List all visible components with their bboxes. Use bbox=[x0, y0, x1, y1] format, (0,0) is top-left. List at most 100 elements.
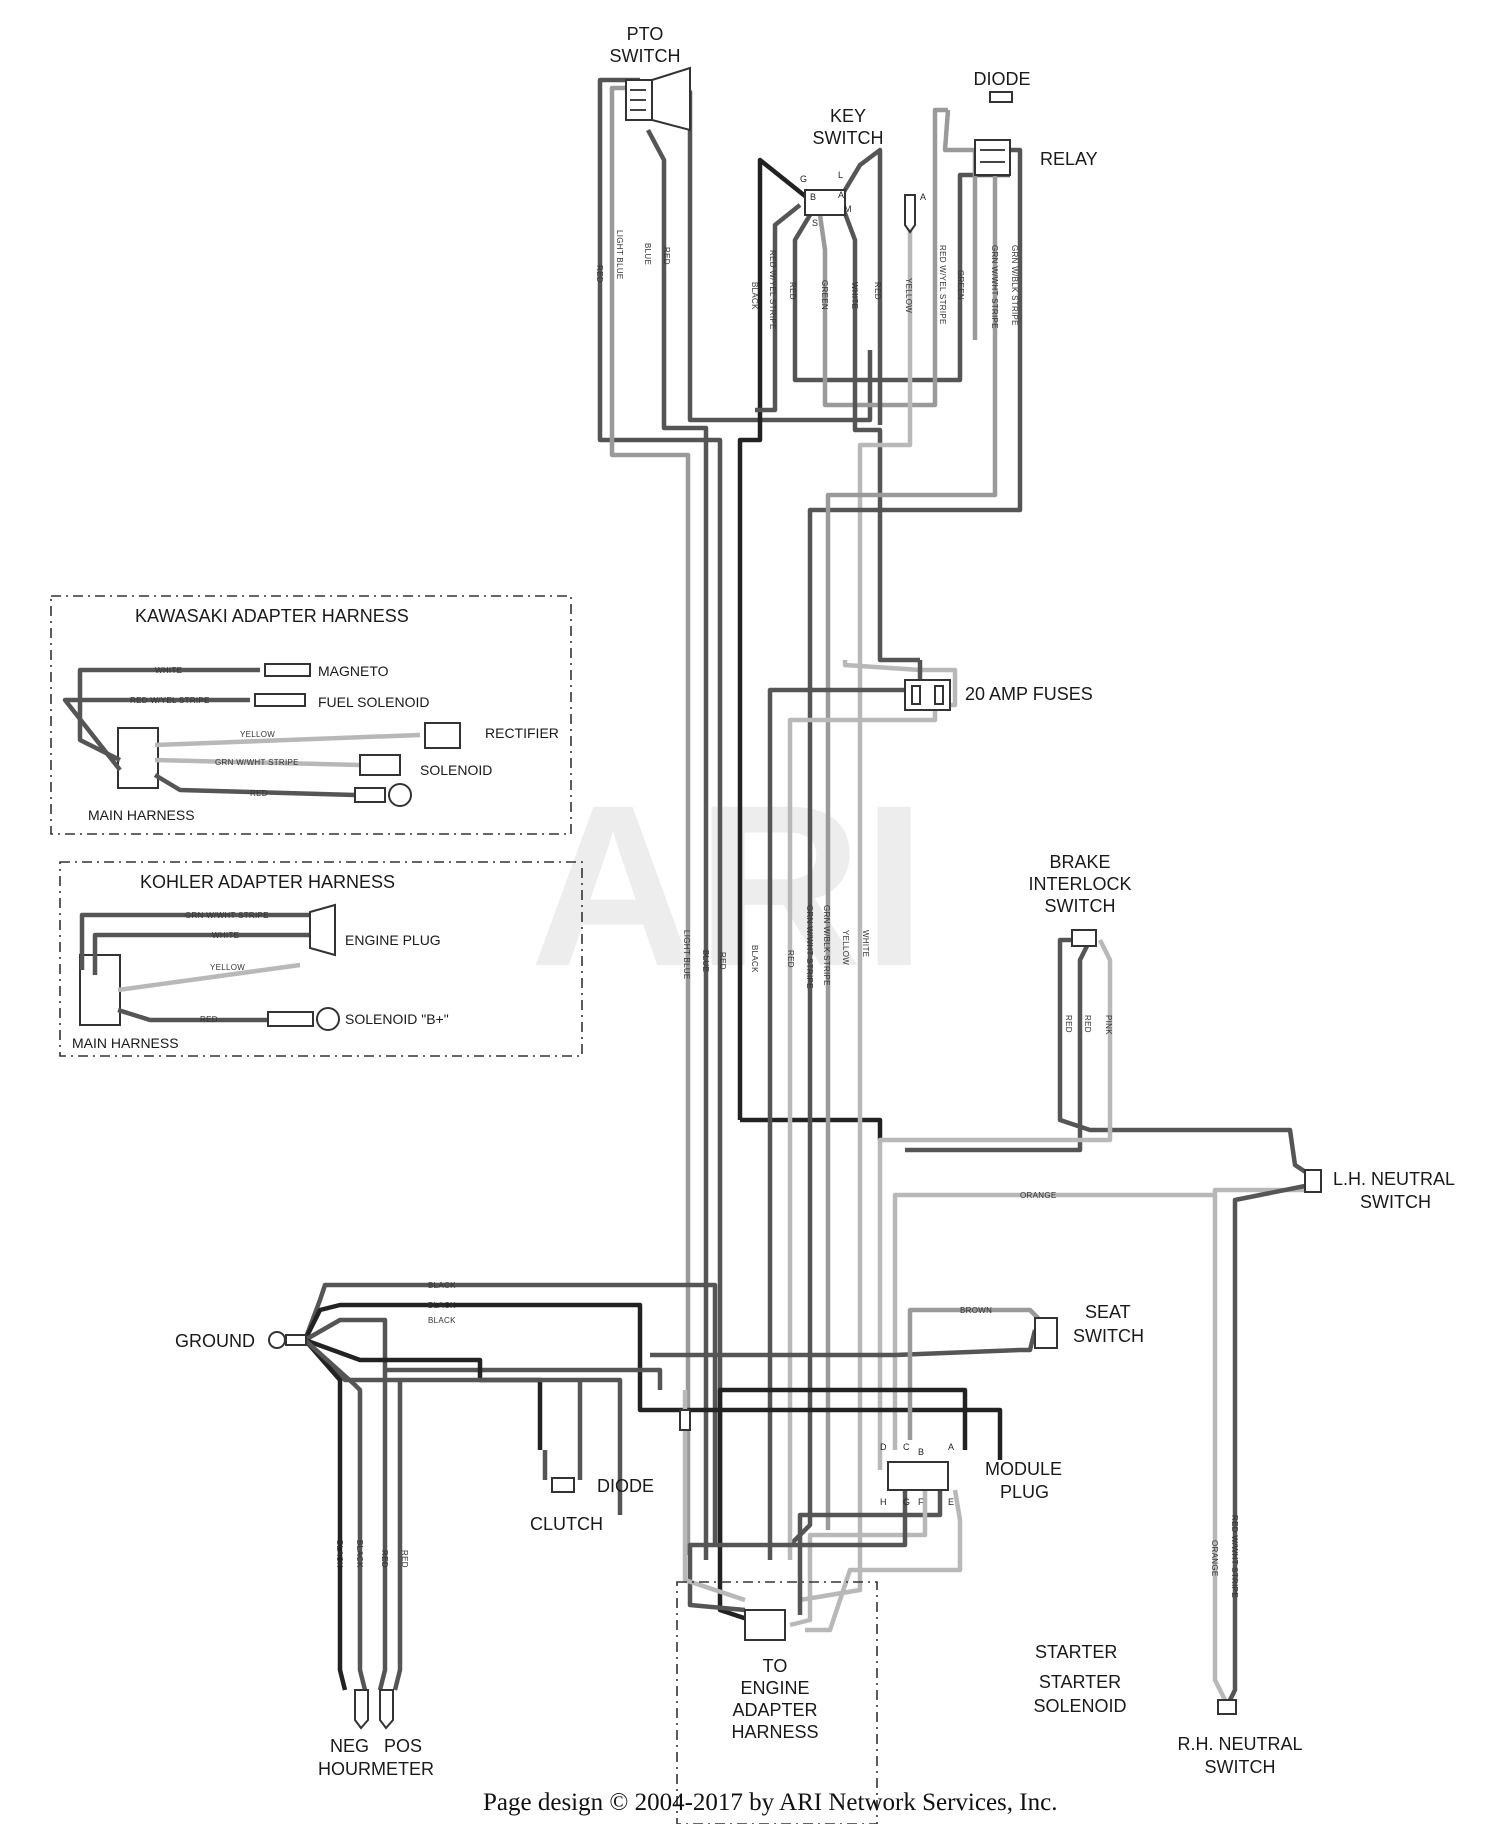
seat-switch bbox=[1034, 1317, 1058, 1349]
wl-brake-0: RED bbox=[1064, 1015, 1073, 1033]
wl-brake-2: PINK bbox=[1104, 1015, 1113, 1035]
kaw-fuel-solenoid-label: FUEL SOLENOID bbox=[318, 694, 430, 710]
footer-copyright: Page design © 2004-2017 by ARI Network S… bbox=[483, 1789, 1057, 1816]
wl-hour-3: RED bbox=[400, 1550, 409, 1568]
wl-hour-0: BLACK bbox=[335, 1540, 344, 1568]
lh-label-1: L.H. NEUTRAL bbox=[1333, 1169, 1455, 1189]
starter-label: STARTER bbox=[1035, 1642, 1117, 1662]
brake-label-1: BRAKE bbox=[1049, 852, 1110, 872]
kohler-title: KOHLER ADAPTER HARNESS bbox=[140, 872, 395, 892]
wl-rh-0: ORANGE bbox=[1210, 1540, 1219, 1576]
key-pin-a: A bbox=[838, 190, 844, 200]
kaw-wire-red: RED bbox=[250, 789, 268, 798]
hourmeter-label: HOURMETER bbox=[318, 1759, 434, 1779]
seat-label-1: SEAT bbox=[1085, 1302, 1131, 1322]
diode-top-label: DIODE bbox=[973, 69, 1030, 89]
component-labels: PTO SWITCH KEY SWITCH DIODE RELAY 20 AMP… bbox=[175, 24, 1455, 1779]
relay-label: RELAY bbox=[1040, 149, 1098, 169]
wl-orange: ORANGE bbox=[1020, 1191, 1056, 1200]
module-pin-h: H bbox=[880, 1497, 887, 1507]
wl-black-0: BLACK bbox=[428, 1281, 456, 1290]
wl-brake-1: RED bbox=[1083, 1015, 1092, 1033]
koh-wire-red: RED bbox=[200, 1015, 218, 1024]
key-pin-b: B bbox=[810, 192, 816, 202]
seat-label-2: SWITCH bbox=[1073, 1326, 1144, 1346]
wl-pto-0: RED bbox=[595, 265, 604, 283]
clutch-label: CLUTCH bbox=[530, 1514, 603, 1534]
wl-trunk-2: RED bbox=[718, 952, 727, 970]
ground-terminal bbox=[268, 1331, 307, 1349]
module-pin-g: G bbox=[903, 1497, 910, 1507]
kaw-wire-grn-wht: GRN W/WHT STRIPE bbox=[215, 758, 299, 767]
key-pin-m: M bbox=[844, 204, 852, 214]
wl-hour-2: RED bbox=[380, 1550, 389, 1568]
wl-key-2: RED bbox=[788, 282, 797, 300]
fuses-label: 20 AMP FUSES bbox=[965, 684, 1093, 704]
diode-bottom bbox=[679, 1409, 691, 1431]
engine-label-4: HARNESS bbox=[731, 1722, 818, 1742]
module-label-2: PLUG bbox=[1000, 1482, 1049, 1502]
wl-key-5: RED bbox=[873, 282, 882, 300]
kaw-magneto-label: MAGNETO bbox=[318, 663, 389, 679]
hourmeter-connectors bbox=[354, 1689, 394, 1730]
brake-label-2: INTERLOCK bbox=[1028, 874, 1131, 894]
clutch-connector bbox=[551, 1477, 575, 1493]
components: G B L A S M A bbox=[268, 66, 1322, 1824]
key-switch: G B L A S M bbox=[800, 170, 852, 228]
ground-label: GROUND bbox=[175, 1331, 255, 1351]
wl-key-4: WHITE bbox=[850, 282, 859, 309]
engine-label-1: TO bbox=[763, 1656, 788, 1676]
kohler-inset: KOHLER ADAPTER HARNESS GRN W/WHT STRIPE … bbox=[59, 861, 583, 1057]
wl-black-2: BLACK bbox=[428, 1316, 456, 1325]
wl-key-6: YELLOW bbox=[904, 278, 913, 313]
koh-solenoid-b-label: SOLENOID "B+" bbox=[345, 1011, 449, 1027]
wl-trunk-8: WHITE bbox=[861, 930, 870, 957]
module-pin-b: B bbox=[918, 1447, 924, 1457]
watermark: ARI bbox=[530, 757, 926, 1014]
hourmeter-pos: POS bbox=[384, 1736, 422, 1756]
wl-trunk-1: BLUE bbox=[701, 950, 710, 972]
engine-label-3: ADAPTER bbox=[732, 1700, 817, 1720]
wl-trunk-4: RED bbox=[786, 950, 795, 968]
koh-main-harness-label: MAIN HARNESS bbox=[72, 1035, 179, 1051]
wl-hour-1: BLACK bbox=[355, 1540, 364, 1568]
koh-wire-grn-wht: GRN W/WHT STRIPE bbox=[185, 911, 269, 920]
brake-interlock-switch bbox=[1071, 929, 1097, 947]
wire-labels: RED LIGHT BLUE BLUE RED RED W/YEL STRIPE… bbox=[335, 230, 1239, 1598]
diode-bottom-label: DIODE bbox=[597, 1476, 654, 1496]
key-label-1: KEY bbox=[830, 106, 866, 126]
module-label-1: MODULE bbox=[985, 1459, 1062, 1479]
module-pin-d: D bbox=[880, 1442, 887, 1452]
key-label-2: SWITCH bbox=[813, 128, 884, 148]
wl-pto-1: LIGHT BLUE bbox=[615, 230, 624, 280]
kaw-wire-white: WHITE bbox=[155, 666, 182, 675]
wl-black-1: BLACK bbox=[428, 1301, 456, 1310]
wl-relay-1: GREEN bbox=[956, 270, 965, 300]
engine-adapter-connector bbox=[744, 1609, 786, 1641]
module-pin-c: C bbox=[903, 1442, 910, 1452]
wl-key-3: GREEN bbox=[820, 280, 829, 310]
wl-key-1: BLACK bbox=[750, 282, 759, 310]
kaw-wire-yellow: YELLOW bbox=[240, 730, 275, 739]
wl-trunk-3: BLACK bbox=[750, 945, 759, 973]
kaw-main-harness-label: MAIN HARNESS bbox=[88, 807, 195, 823]
wl-key-0: RED W/YEL STRIPE bbox=[768, 250, 777, 330]
wl-trunk-6: GRN W/BLK STRIPE bbox=[822, 905, 831, 986]
pto-label-1: PTO bbox=[627, 24, 664, 44]
wl-pto-3: RED bbox=[662, 247, 671, 265]
wl-brown: BROWN bbox=[960, 1306, 992, 1315]
module-pin-a: A bbox=[948, 1442, 954, 1452]
kaw-solenoid-label: SOLENOID bbox=[420, 762, 492, 778]
koh-engine-plug-label: ENGINE PLUG bbox=[345, 932, 441, 948]
koh-wire-white: WHITE bbox=[212, 931, 239, 940]
key-pin-l: L bbox=[838, 170, 843, 180]
kaw-wire-red-yel: RED W/YEL STRIPE bbox=[130, 696, 210, 705]
starter-solenoid-label-1: STARTER bbox=[1039, 1672, 1121, 1692]
relay-pin-label: A bbox=[920, 192, 926, 202]
hourmeter-neg: NEG bbox=[330, 1736, 369, 1756]
diode-top bbox=[989, 91, 1013, 103]
module-pin-f: F bbox=[918, 1497, 924, 1507]
lh-label-2: SWITCH bbox=[1360, 1192, 1431, 1212]
rh-label-1: R.H. NEUTRAL bbox=[1177, 1734, 1302, 1754]
